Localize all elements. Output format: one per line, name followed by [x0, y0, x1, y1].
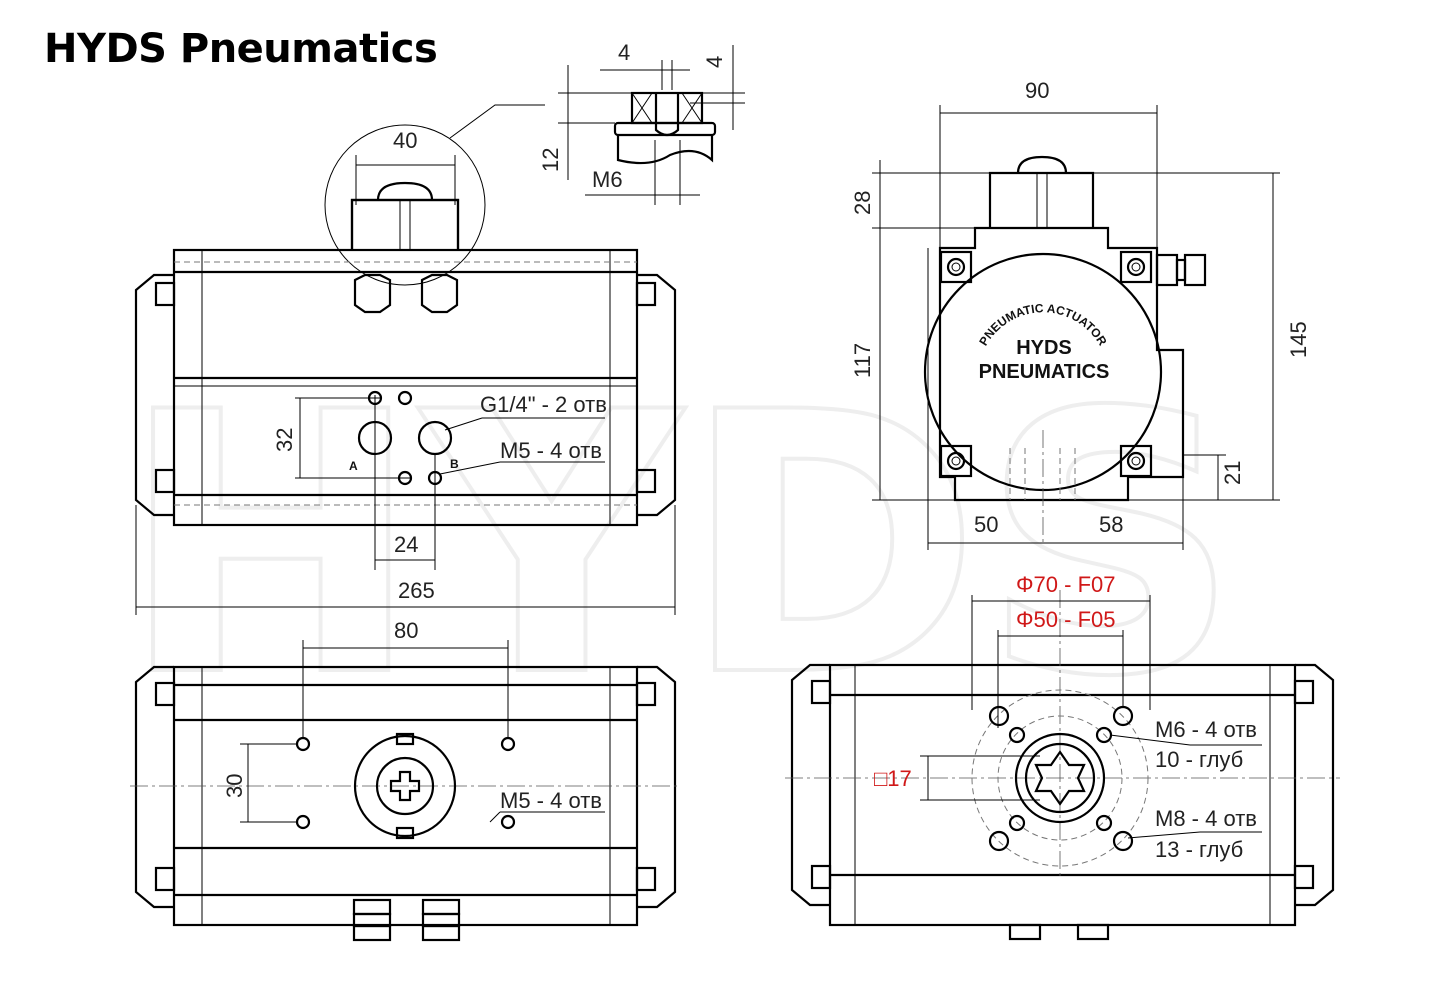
top-left-end-cap: [134, 665, 174, 909]
note-m8: M8 - 4 отв: [1155, 806, 1257, 831]
dim-117: 117: [850, 343, 875, 378]
top-view: 80 30 M5 - 4 отв: [130, 618, 680, 942]
left-end-cap: [134, 273, 174, 517]
dim-24: 24: [394, 532, 418, 557]
note-m6: M6 - 4 отв: [1155, 717, 1257, 742]
side-cap: [988, 171, 1095, 228]
detail-slot: [654, 93, 680, 137]
side-screw-head: [1016, 155, 1068, 174]
star-drive: [1034, 750, 1086, 806]
port-a-label: A: [349, 459, 358, 473]
detail-screw-head: [376, 181, 434, 201]
page-title: HYDS Pneumatics: [44, 26, 438, 72]
shaft-boss-outer: [1014, 732, 1106, 824]
detail-view: 40 4 4 12 M6: [324, 40, 745, 286]
pinion-inner: [375, 756, 435, 816]
bottom-left-end-cap: [790, 663, 830, 907]
note-m6-depth: 10 - глуб: [1155, 747, 1243, 772]
logo-line2: PNEUMATICS: [979, 361, 1110, 383]
dim-21: 21: [1220, 461, 1245, 485]
detail-plate: [613, 121, 717, 137]
dim-28: 28: [850, 191, 875, 215]
dim-50: 50: [974, 512, 998, 537]
dim-90: 90: [1025, 78, 1049, 103]
dim-58: 58: [1099, 512, 1123, 537]
note-m5-top: M5 - 4 отв: [500, 788, 602, 813]
watermark: HYDS: [120, 336, 1240, 755]
square-17-label: □17: [874, 766, 912, 791]
dim-265: 265: [398, 578, 435, 603]
note-g14: G1/4" - 2 отв: [480, 392, 607, 417]
front-body: [172, 248, 639, 527]
f07-pcd: [971, 689, 1149, 867]
dim-32: 32: [272, 428, 297, 452]
logo-line1: HYDS: [1016, 337, 1072, 359]
dim-4-vertical: 4: [702, 56, 727, 68]
front-view: A B G1/4" - 2 отв M5 - 4 отв 32 24 265: [134, 198, 677, 615]
detail-circle: [324, 124, 486, 286]
shaft-cross: [389, 770, 421, 802]
hex-plug-left: [353, 273, 392, 314]
f05-pcd: [997, 715, 1123, 841]
dim-80: 80: [394, 618, 418, 643]
bottom-view: Φ70 - F07 Φ50 - F05 □17 M6 - 4 отв 10 - …: [785, 572, 1340, 941]
bottom-right-end-cap: [1295, 663, 1335, 907]
top-body: [172, 665, 639, 927]
dim-145: 145: [1286, 321, 1311, 358]
pinion-outer: [353, 734, 457, 838]
dim-4-horizontal: 4: [618, 40, 630, 65]
dim-12: 12: [538, 148, 563, 172]
bottom-body: [828, 663, 1297, 927]
thread-m6: M6: [592, 167, 623, 192]
detail-body: [616, 135, 714, 165]
shaft-boss-inner: [1024, 742, 1096, 814]
note-m8-depth: 13 - глуб: [1155, 837, 1243, 862]
top-right-end-cap: [637, 665, 677, 909]
note-m5-front: M5 - 4 отв: [500, 438, 602, 463]
dim-30: 30: [222, 774, 247, 798]
port-b-circle: [417, 420, 453, 456]
hex-plug-right: [420, 273, 459, 314]
dim-40: 40: [393, 128, 417, 153]
right-end-cap: [637, 273, 677, 517]
port-b-label: B: [450, 457, 459, 471]
flange-f07-label: Φ70 - F07: [1016, 572, 1115, 597]
detail-leader: [449, 104, 545, 139]
detail-shaft-cap: [350, 198, 460, 250]
flange-f05-label: Φ50 - F05: [1016, 607, 1115, 632]
